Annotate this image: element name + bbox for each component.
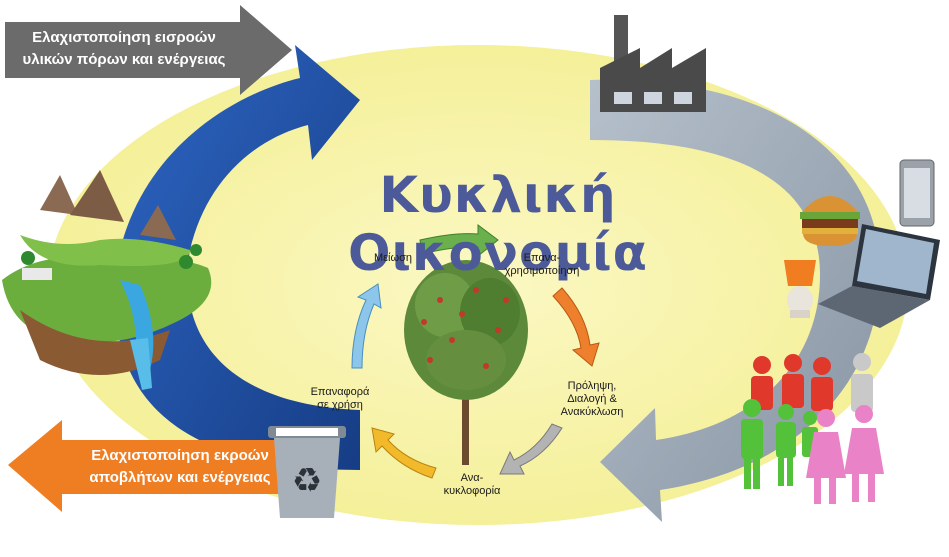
big-grey-arrow <box>590 79 880 522</box>
arrow-orange <box>552 287 600 367</box>
stage-restore-line1: Επαναφορά <box>310 386 370 398</box>
arrow-lightblue <box>351 283 382 369</box>
arrow-green <box>419 224 499 258</box>
burger-icon <box>800 196 860 246</box>
banner-top-text: Ελαχιστοποίηση εισροών υλικών πόρων και … <box>14 27 234 71</box>
people-icon <box>741 353 884 504</box>
banner-bottom-line1: Ελαχιστοποίηση εκροών <box>91 447 269 464</box>
stage-recirculate-line1: Ανα- <box>460 472 484 484</box>
stage-recirculate-line2: κυκλοφορία <box>443 485 501 497</box>
banner-bottom-text: Ελαχιστοποίηση εκροών αποβλήτων και ενέρ… <box>64 445 296 489</box>
recycle-bin-icon: ♻ <box>268 426 346 518</box>
stage-prevent-line3: Ανακύκλωση <box>560 406 624 418</box>
stage-restore-line2: σε χρήση <box>317 399 363 411</box>
banner-top-line2: υλικών πόρων και ενέργειας <box>22 51 226 68</box>
stage-prevent-line2: Διαλογή & <box>567 393 617 405</box>
banner-top-line1: Ελαχιστοποίηση εισροών <box>32 29 216 46</box>
banner-bottom-line2: αποβλήτων και ενέργειας <box>89 469 271 486</box>
tree-icon <box>404 260 528 465</box>
stage-recirculate: Ανα- κυκλοφορία <box>432 472 512 498</box>
stage-reduce-label: Μείωση <box>373 252 412 264</box>
island-icon <box>2 170 212 390</box>
arrow-grey-small <box>499 423 563 475</box>
laptop-icon <box>818 224 940 328</box>
diagram-title: Κυκλική Οικονομία <box>348 166 648 282</box>
phone-icon <box>899 159 935 227</box>
lamp-icon <box>784 260 816 318</box>
stage-reuse-line2: χρησιμοποίηση <box>504 265 580 277</box>
stage-reuse-line1: Επανα- <box>523 252 561 264</box>
stage-restore: Επαναφορά σε χρήση <box>300 386 380 412</box>
banner-bottom-shape <box>8 420 300 512</box>
stage-prevent-line1: Πρόληψη, <box>567 380 617 392</box>
stage-prevent: Πρόληψη, Διαλογή & Ανακύκλωση <box>550 380 634 419</box>
big-blue-arrow <box>115 45 360 470</box>
stage-reuse: Επανα- χρησιμοποίηση <box>494 252 590 278</box>
factory-icon <box>600 15 706 112</box>
arrow-yellow <box>371 427 437 479</box>
stage-reduce: Μείωση <box>358 252 428 265</box>
svg-text:♻: ♻ <box>292 461 322 501</box>
banner-top-shape <box>5 5 292 95</box>
